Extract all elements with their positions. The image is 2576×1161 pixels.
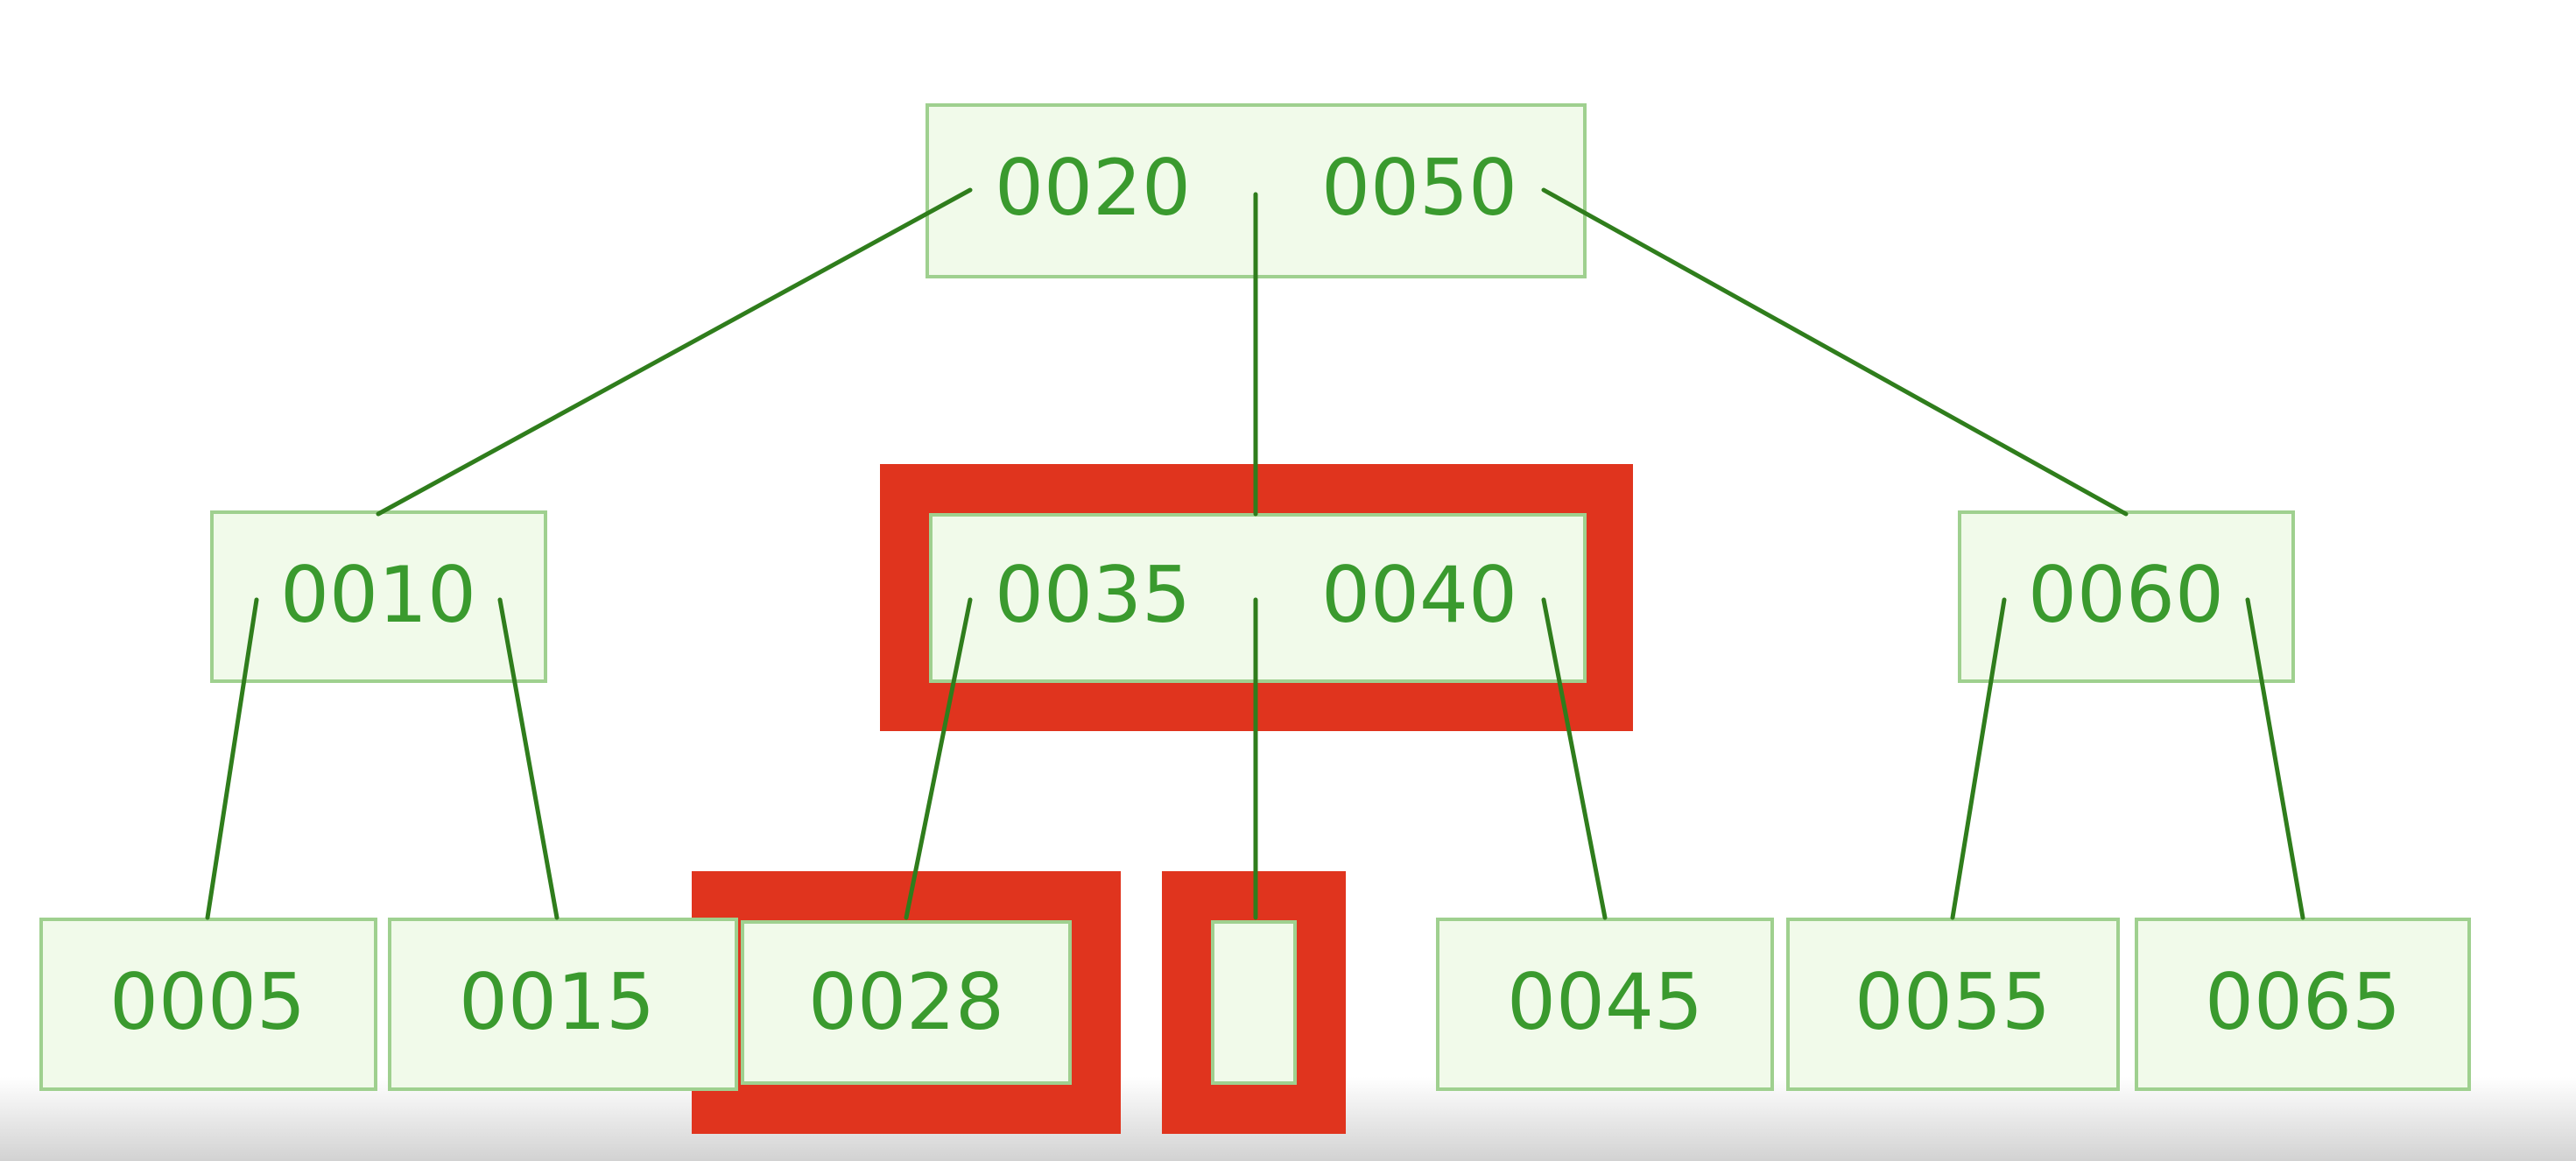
internal-node-0010 bbox=[210, 510, 547, 683]
leaf-key-0005: 0005 bbox=[109, 957, 306, 1047]
edge-root-to-0060 bbox=[1541, 187, 2129, 517]
internal-key-0040: 0040 bbox=[1321, 550, 1517, 640]
leaf-key-0065: 0065 bbox=[2205, 957, 2401, 1047]
edge-0060-to-0065 bbox=[2245, 597, 2305, 920]
edge-0010-to-0015 bbox=[497, 597, 560, 920]
internal-key-0035: 0035 bbox=[995, 550, 1191, 640]
edge-0040-to-0045 bbox=[1541, 597, 1608, 920]
leaf-node-0015 bbox=[388, 918, 738, 1091]
leaf-key-0015: 0015 bbox=[459, 957, 655, 1047]
leaf-node-0005 bbox=[39, 918, 377, 1091]
edge-0010-to-0005 bbox=[205, 597, 259, 920]
leaf-node-0055 bbox=[1786, 918, 2120, 1091]
leaf-node-empty bbox=[1211, 920, 1297, 1085]
leaf-key-0055: 0055 bbox=[1855, 957, 2051, 1047]
leaf-key-0028: 0028 bbox=[808, 957, 1004, 1047]
edge-root-to-0010 bbox=[376, 187, 973, 517]
root-key-0050: 0050 bbox=[1321, 143, 1517, 233]
leaf-node-0028 bbox=[741, 920, 1072, 1085]
root-key-0020: 0020 bbox=[995, 143, 1191, 233]
internal-key-0010: 0010 bbox=[280, 550, 476, 640]
internal-key-0060: 0060 bbox=[2028, 550, 2224, 640]
leaf-node-0045 bbox=[1436, 918, 1774, 1091]
leaf-key-0045: 0045 bbox=[1507, 957, 1703, 1047]
edge-0035-to-0028 bbox=[904, 597, 973, 920]
edge-0060-to-0055 bbox=[1950, 597, 2007, 920]
